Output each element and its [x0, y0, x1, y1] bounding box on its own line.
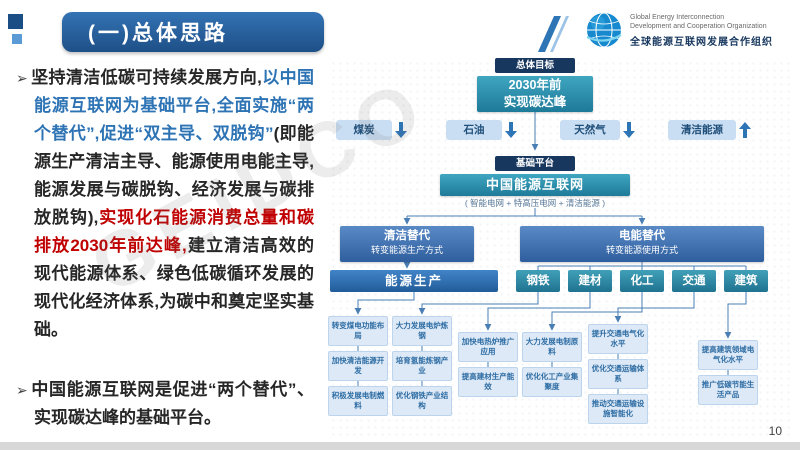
platform-header: 基础平台 — [495, 156, 575, 171]
b1-seg5: 建立清洁高效的现代能源体系、绿色低碳循环发展的现代化经济体系,为碳中和奠定坚实基… — [34, 236, 315, 339]
measure-item: 加快电热炉推广应用 — [458, 332, 518, 362]
goal-line2: 实现碳达峰 — [503, 95, 567, 109]
measure-item: 积极发展电制燃料 — [328, 386, 388, 416]
measure-item: 大力发展电炉炼钢 — [392, 316, 452, 346]
flow-diagram: 总体目标 2030年前 实现碳达峰 煤炭 石油 天然气 清洁能源 基础平台 中国… — [320, 56, 782, 444]
platform-note: ( 智能电网 + 特高压电网 + 清洁能源 ) — [464, 198, 606, 208]
trend-down-icon — [622, 121, 636, 139]
org-name-en-line1: Global Energy Interconnection — [630, 13, 725, 21]
page-number: 10 — [768, 424, 782, 438]
measure-item: 推动交通运输设施智能化 — [588, 394, 648, 424]
b1-seg3: (即能源生产清洁主导、能源使用电能主导,能源发展与碳脱钩、经济发展与碳排放脱钩)… — [34, 124, 314, 227]
b1-seg2: 以中国能源互联网为基础平台,全面实施“两个替代”,促进“双主导、双脱钩” — [34, 68, 314, 143]
goal-line1: 2030年前 — [508, 78, 562, 92]
sector-chemical: 化工 — [620, 270, 664, 292]
energy-coal-box: 煤炭 — [336, 120, 392, 140]
branch-left-subtitle: 转变能源生产方式 — [370, 245, 443, 255]
geidco-logo: Global Energy Interconnection Developmen… — [584, 10, 800, 50]
energy-production-box: 能源生产 — [330, 270, 498, 292]
measure-item: 转变煤电功能布局 — [328, 316, 388, 346]
measure-item: 提高建材生产能效 — [458, 367, 518, 397]
branch-electricity-substitution: 电能替代 转变能源使用方式 — [520, 226, 764, 262]
branch-left-title: 清洁替代 — [384, 230, 430, 242]
org-name-zh: 全球能源互联网发展合作组织 — [630, 36, 773, 48]
measure-item: 优化交通运输体系 — [588, 359, 648, 389]
logo-text: Global Energy Interconnection Developmen… — [630, 13, 800, 48]
branch-clean-substitution: 清洁替代 转变能源生产方式 — [340, 226, 474, 262]
measure-item: 优化化工产业集聚度 — [522, 367, 582, 397]
goal-box: 2030年前 实现碳达峰 — [477, 76, 593, 112]
energy-gas-box: 天然气 — [560, 120, 620, 140]
trend-down-icon — [504, 121, 518, 139]
measure-item: 提升交通电气化水平 — [588, 324, 648, 354]
bullet-paragraph-1: ➢坚持清洁低碳可持续发展方向,以中国能源互联网为基础平台,全面实施“两个替代”,… — [16, 64, 314, 344]
org-name-en-line2: Development and Cooperation Organization — [630, 22, 767, 30]
globe-icon — [586, 12, 622, 48]
bullet-paragraph-2: ➢中国能源互联网是促进“两个替代”、实现碳达峰的基础平台。 — [16, 376, 314, 432]
platform-box: 中国能源互联网 — [440, 174, 630, 196]
sector-building-materials: 建材 — [568, 270, 612, 292]
accent-square-dark — [8, 14, 23, 29]
sector-construction: 建筑 — [724, 270, 768, 292]
slide-title-banner: (一)总体思路 — [62, 12, 324, 52]
measure-item: 培育氢能炼钢产业 — [392, 351, 452, 381]
b1-seg4: 实现化石能源消费总量和碳排放2030年前达峰, — [34, 208, 314, 255]
measure-item: 提高建筑领域电气化水平 — [698, 340, 758, 370]
measure-item: 大力发展电制原料 — [522, 332, 582, 362]
bullet-marker: ➢ — [16, 382, 28, 398]
trend-up-icon — [738, 121, 752, 139]
b1-seg1: 坚持清洁低碳可持续发展方向, — [30, 68, 262, 87]
measure-item: 推广低碳节能生活产品 — [698, 375, 758, 405]
sector-transport: 交通 — [672, 270, 716, 292]
measure-item: 加快清洁能源开发 — [328, 351, 388, 381]
energy-clean-box: 清洁能源 — [668, 120, 736, 140]
trend-down-icon — [394, 121, 408, 139]
b2-text: 中国能源互联网是促进“两个替代”、实现碳达峰的基础平台。 — [30, 380, 314, 427]
footer-strip — [0, 442, 800, 450]
sector-steel: 钢铁 — [516, 270, 560, 292]
branch-right-subtitle: 转变能源使用方式 — [605, 245, 678, 255]
bullet-marker: ➢ — [16, 70, 28, 86]
energy-oil-box: 石油 — [446, 120, 502, 140]
measure-item: 优化钢铁产业结构 — [392, 386, 452, 416]
page-title: (一)总体思路 — [88, 22, 228, 45]
branch-right-title: 电能替代 — [619, 230, 665, 242]
bullet-text-column: ➢坚持清洁低碳可持续发展方向,以中国能源互联网为基础平台,全面实施“两个替代”,… — [16, 64, 314, 432]
goal-header: 总体目标 — [495, 58, 575, 73]
accent-square-light — [12, 34, 22, 44]
